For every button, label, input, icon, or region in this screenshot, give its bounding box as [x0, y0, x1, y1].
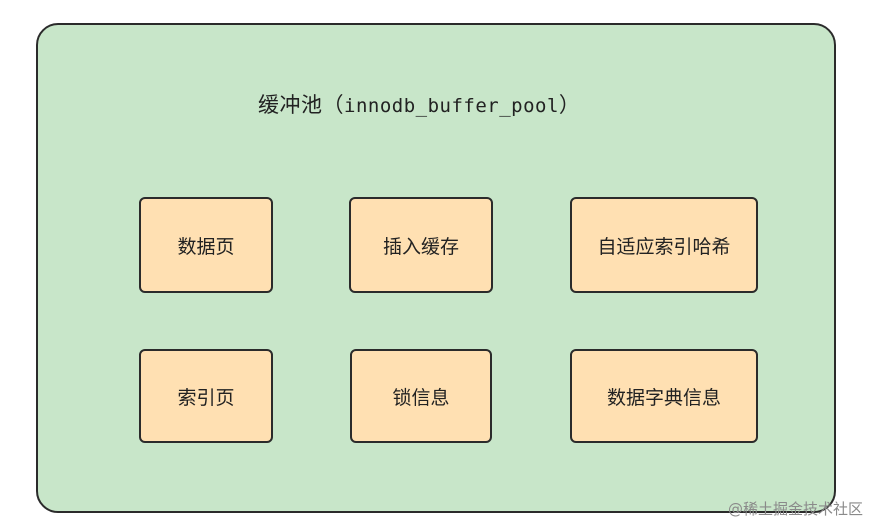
- buffer-pool-title-code: innodb_buffer_pool: [344, 95, 559, 117]
- component-index-page: 索引页: [139, 349, 273, 443]
- component-adaptive-hash-index: 自适应索引哈希: [570, 197, 758, 293]
- component-lock-info: 锁信息: [350, 349, 492, 443]
- component-data-dictionary: 数据字典信息: [570, 349, 758, 443]
- watermark: @稀土掘金技术社区: [727, 500, 863, 518]
- component-insert-buffer: 插入缓存: [349, 197, 493, 293]
- component-data-page: 数据页: [139, 197, 273, 293]
- buffer-pool-title-cn: 缓冲池（: [258, 93, 344, 117]
- buffer-pool-title-close: ）: [558, 93, 581, 117]
- buffer-pool-title: 缓冲池（innodb_buffer_pool）: [258, 89, 580, 119]
- buffer-pool-container: 缓冲池（innodb_buffer_pool） 数据页 插入缓存 自适应索引哈希…: [36, 23, 836, 513]
